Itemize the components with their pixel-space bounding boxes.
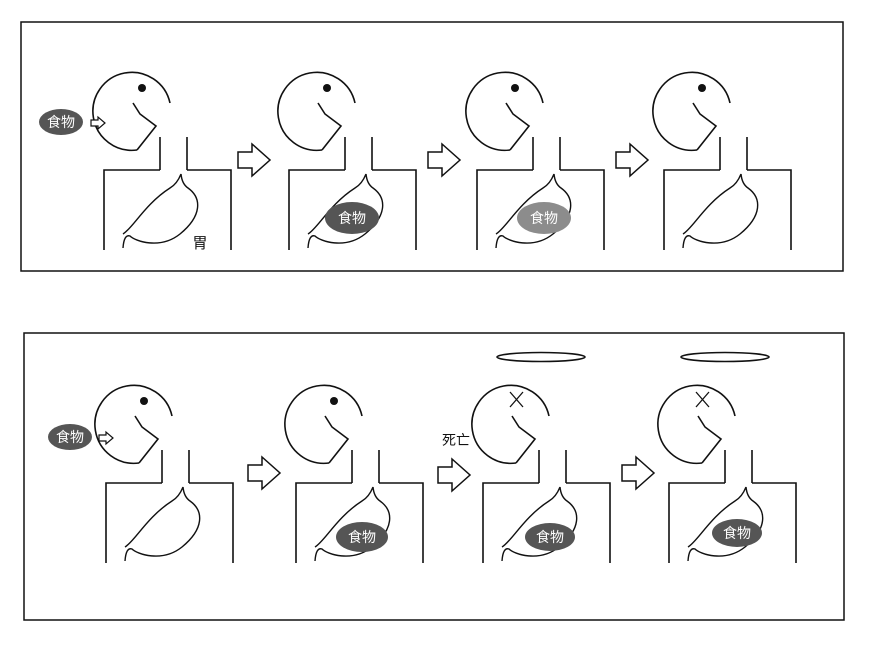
- figure-8: [657, 384, 797, 564]
- dot-eye-icon: [138, 84, 146, 92]
- food-label: 食物: [536, 529, 564, 546]
- hollow-right-arrow-icon: [427, 143, 461, 177]
- figure-3: [465, 71, 605, 251]
- food-oval-stomach-6: 食物: [336, 522, 388, 552]
- figure-7: [471, 384, 611, 564]
- hollow-right-arrow-icon: [437, 458, 471, 492]
- food-oval-stomach-2: 食物: [325, 202, 379, 234]
- figure-4: [652, 71, 792, 251]
- hollow-right-arrow-icon: [615, 143, 649, 177]
- death-label: 死亡: [442, 433, 470, 449]
- x-eye-icon: [695, 391, 710, 408]
- food-oval-stomach-8: 食物: [712, 519, 762, 547]
- figure-2: [277, 71, 417, 251]
- stomach-label: 胃: [192, 234, 207, 252]
- food-oval-input-1: 食物: [39, 109, 83, 135]
- figure-5: [94, 384, 234, 564]
- panel-normal-frame: [20, 21, 844, 272]
- food-label: 食物: [338, 210, 366, 227]
- panel-death-frame: [23, 332, 845, 621]
- hollow-right-arrow-icon: [237, 143, 271, 177]
- dot-eye-icon: [698, 84, 706, 92]
- dot-eye-icon: [323, 84, 331, 92]
- halo-icon: [496, 351, 586, 363]
- hollow-right-arrow-icon: [621, 456, 655, 490]
- x-eye-icon: [509, 391, 524, 408]
- food-label: 食物: [723, 525, 751, 542]
- dot-eye-icon: [511, 84, 519, 92]
- food-label: 食物: [56, 429, 84, 446]
- dot-eye-icon: [330, 397, 338, 405]
- food-oval-stomach-3: 食物: [517, 202, 571, 234]
- food-oval-input-5: 食物: [48, 424, 92, 450]
- figure-1: [92, 71, 232, 251]
- hollow-right-arrow-icon: [247, 456, 281, 490]
- halo-icon: [680, 351, 770, 363]
- dot-eye-icon: [140, 397, 148, 405]
- food-label: 食物: [530, 210, 558, 227]
- figure-6: [284, 384, 424, 564]
- food-label: 食物: [348, 529, 376, 546]
- food-oval-stomach-7: 食物: [525, 523, 575, 551]
- small-hollow-right-arrow-icon: [98, 431, 114, 445]
- food-label: 食物: [47, 114, 75, 131]
